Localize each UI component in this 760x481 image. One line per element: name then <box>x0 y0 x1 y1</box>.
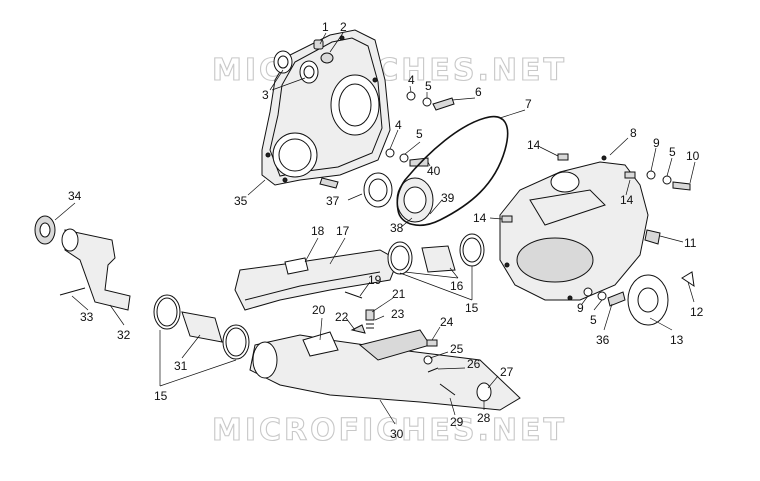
clip-11 <box>644 229 661 245</box>
clamp-16a <box>387 241 413 275</box>
label-36: 36 <box>596 333 610 347</box>
label-5: 5 <box>425 79 432 93</box>
label-28: 28 <box>477 411 491 425</box>
label-2: 2 <box>340 20 347 34</box>
lockwasher-5b <box>399 153 409 163</box>
lockwasher-5d <box>597 291 607 301</box>
label-14b: 14 <box>620 193 634 207</box>
label-10: 10 <box>686 149 700 163</box>
washer-4a <box>406 91 416 101</box>
coupler-16 <box>421 245 456 273</box>
pin-24 <box>426 339 438 347</box>
dowel-14a <box>557 153 569 161</box>
coupler-31 <box>181 311 223 343</box>
inlet-duct-32 <box>64 229 131 311</box>
label-13: 13 <box>670 333 684 347</box>
label-9a: 9 <box>653 136 660 150</box>
label-27: 27 <box>500 365 514 379</box>
label-5b: 5 <box>416 127 423 141</box>
label-17: 17 <box>336 224 350 238</box>
part-labels: 1 2 3 4 5 6 7 4 5 40 14 8 9 5 10 14 35 3… <box>68 20 704 441</box>
seal-37 <box>363 172 393 208</box>
label-33: 33 <box>80 310 94 324</box>
label-7: 7 <box>525 97 532 111</box>
label-30: 30 <box>390 427 404 441</box>
label-3: 3 <box>262 88 269 102</box>
label-19: 19 <box>368 273 382 287</box>
label-6: 6 <box>475 85 482 99</box>
watermark-top: MICROFICHES.NET <box>212 53 567 88</box>
label-40: 40 <box>427 164 441 178</box>
label-31: 31 <box>174 359 188 373</box>
dowel-14c <box>501 215 513 223</box>
bolt-10 <box>672 181 691 191</box>
label-39: 39 <box>441 191 455 205</box>
label-16: 16 <box>450 279 464 293</box>
clip-26 <box>427 367 439 373</box>
clamp-15c <box>459 233 485 267</box>
spring-23 <box>366 319 374 329</box>
label-25: 25 <box>450 342 464 356</box>
ring-27 <box>476 382 492 402</box>
label-29: 29 <box>450 415 464 429</box>
label-37: 37 <box>326 194 340 208</box>
clamp-15a <box>153 294 181 330</box>
bracket-18 <box>284 257 309 275</box>
lockwasher-5c <box>662 175 672 185</box>
bracket-20 <box>302 331 339 357</box>
label-5c: 5 <box>669 145 676 159</box>
screw-19 <box>344 291 363 299</box>
label-35: 35 <box>234 194 248 208</box>
seal-ring-3b <box>299 60 319 84</box>
lockwasher-5a <box>422 97 432 107</box>
label-1: 1 <box>322 20 329 34</box>
bolt-36 <box>607 291 626 307</box>
label-9b: 9 <box>577 301 584 315</box>
gasket-13 <box>627 274 669 326</box>
screw-22 <box>350 324 366 334</box>
label-5d: 5 <box>590 313 597 327</box>
label-15a: 15 <box>465 301 479 315</box>
seal-ring-3a <box>273 50 293 74</box>
outer-clutch-cover <box>499 155 649 301</box>
bolt-35 <box>319 177 339 189</box>
clamp-15b <box>222 324 250 360</box>
label-8: 8 <box>630 126 637 140</box>
bolt-6 <box>432 97 455 111</box>
label-34: 34 <box>68 189 82 203</box>
label-26: 26 <box>467 357 481 371</box>
washer-9a <box>646 170 656 180</box>
label-18: 18 <box>311 224 325 238</box>
washer-4b <box>385 148 395 158</box>
label-4: 4 <box>408 73 415 87</box>
dowel-14b <box>624 171 636 179</box>
label-15b: 15 <box>154 389 168 403</box>
label-11: 11 <box>684 236 697 250</box>
label-24: 24 <box>440 315 454 329</box>
tab-12 <box>681 271 695 288</box>
drive-belt-7 <box>396 115 509 226</box>
label-14c: 14 <box>473 211 487 225</box>
label-38: 38 <box>390 221 404 235</box>
center-duct-17 <box>234 249 399 311</box>
label-22: 22 <box>335 310 349 324</box>
screw-33 <box>59 287 86 296</box>
label-21: 21 <box>392 287 406 301</box>
label-4b: 4 <box>395 118 402 132</box>
label-14a: 14 <box>527 138 541 152</box>
label-32: 32 <box>117 328 131 342</box>
label-12: 12 <box>690 305 704 319</box>
label-23: 23 <box>391 307 405 321</box>
dowel-2 <box>320 52 334 64</box>
label-20: 20 <box>312 303 326 317</box>
inner-cover-plate <box>261 29 391 186</box>
watermark-bottom: MICROFICHES.NET <box>212 413 567 448</box>
washer-25 <box>423 355 433 365</box>
washer-9b <box>583 287 593 297</box>
leader-lines <box>54 32 696 425</box>
screw-29 <box>439 383 456 396</box>
